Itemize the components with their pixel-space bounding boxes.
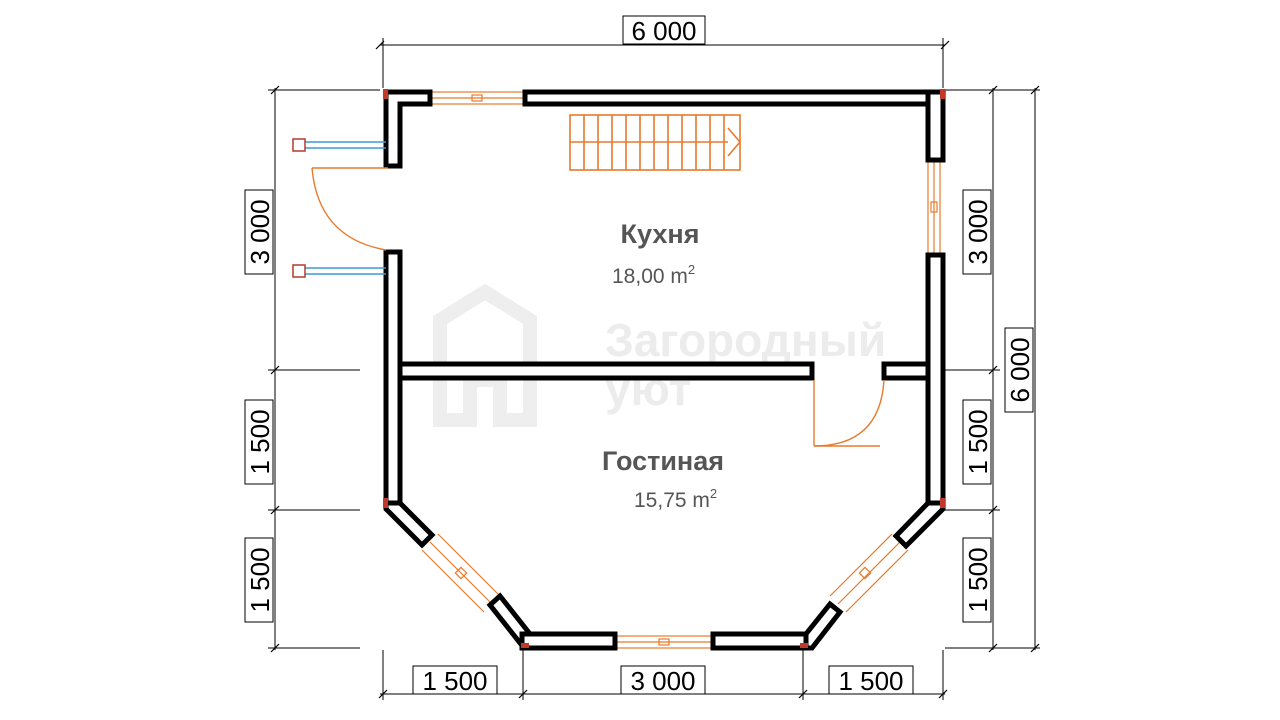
staircase bbox=[569, 114, 742, 171]
dim-bottom-right-label: 1 500 bbox=[838, 666, 903, 696]
room-living: Гостиная 15,75 m2 bbox=[602, 446, 724, 512]
watermark-house-icon bbox=[433, 283, 537, 427]
wall-diagonal-right-bottom bbox=[803, 600, 844, 651]
kitchen-name: Кухня bbox=[621, 219, 700, 249]
wall-top bbox=[522, 89, 946, 107]
corner-markers bbox=[383, 89, 945, 648]
dim-left-upper-label: 3 000 bbox=[245, 199, 275, 264]
watermark-line1: Загородный bbox=[605, 314, 886, 366]
room-kitchen: Кухня 18,00 m2 bbox=[612, 219, 699, 288]
dimension-left: 3 000 1 500 1 500 bbox=[244, 85, 380, 653]
staircase-arrow bbox=[727, 127, 742, 157]
dimension-right: 3 000 1 500 1 500 6 000 bbox=[945, 85, 1040, 653]
living-area: 15,75 m2 bbox=[634, 486, 717, 512]
dim-bottom-left-label: 1 500 bbox=[422, 666, 487, 696]
window-bottom-right-diagonal bbox=[829, 533, 909, 613]
dim-bottom-center-label: 3 000 bbox=[630, 666, 695, 696]
porch-post-bottom bbox=[292, 264, 306, 278]
door-interior bbox=[813, 379, 885, 447]
kitchen-area: 18,00 m2 bbox=[612, 262, 695, 288]
dim-right-middle-label: 1 500 bbox=[963, 409, 993, 474]
dim-top-label: 6 000 bbox=[631, 16, 696, 46]
watermark: Загородный уют bbox=[433, 283, 886, 427]
dim-right-upper-label: 3 000 bbox=[963, 199, 993, 264]
walls bbox=[383, 89, 946, 651]
dim-left-lower-label: 1 500 bbox=[245, 547, 275, 612]
living-name: Гостиная bbox=[602, 446, 724, 476]
wall-top-left-stub bbox=[383, 89, 433, 169]
door-entrance bbox=[311, 167, 388, 251]
wall-diagonal-left-top bbox=[383, 500, 436, 549]
wall-bottom-right bbox=[710, 631, 809, 651]
doors bbox=[311, 167, 885, 447]
dim-left-middle-label: 1 500 bbox=[245, 409, 275, 474]
dim-right-total-label: 6 000 bbox=[1005, 337, 1035, 402]
wall-right-upper bbox=[925, 89, 946, 163]
dim-right-lower-label: 1 500 bbox=[963, 547, 993, 612]
porch-post-top bbox=[292, 138, 306, 152]
window-bottom bbox=[614, 635, 714, 649]
window-bottom-left-diagonal bbox=[421, 533, 501, 613]
dimension-top: 6 000 bbox=[375, 15, 950, 88]
window-top bbox=[429, 91, 526, 105]
wall-diagonal-right-top bbox=[892, 500, 946, 550]
wall-interior-left bbox=[397, 361, 815, 381]
window-right bbox=[927, 159, 941, 256]
wall-bottom-left bbox=[519, 631, 618, 651]
porch bbox=[292, 138, 386, 278]
dimension-bottom: 1 500 3 000 1 500 bbox=[378, 650, 948, 700]
wall-interior-right bbox=[881, 361, 931, 381]
